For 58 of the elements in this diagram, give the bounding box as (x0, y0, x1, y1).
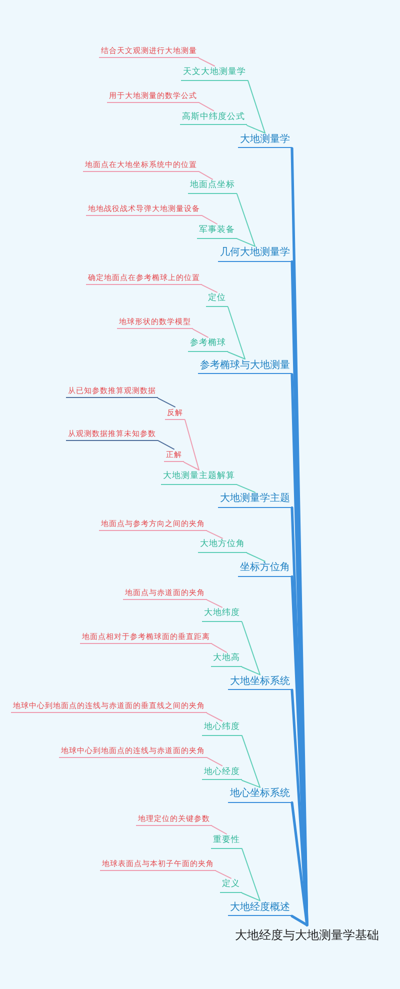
branch-line (216, 870, 232, 879)
branch-line (248, 80, 266, 134)
topic-label: 大地测量学 (238, 133, 292, 148)
subtopic-label: 定位 (206, 292, 228, 307)
subtopic-label: 参考椭球 (188, 337, 228, 352)
branch-line (290, 506, 308, 926)
branch-line (242, 735, 260, 788)
branch-line (236, 238, 256, 247)
subtopic-label: 地心经度 (202, 766, 242, 780)
branch-line (184, 462, 200, 470)
subtopic-label: 天文大地测量学 (181, 66, 248, 81)
branch-line (202, 284, 218, 293)
branch-line (206, 530, 223, 539)
branch-line (198, 102, 214, 112)
subtopic-label: 定义 (220, 878, 242, 893)
branch-line (206, 757, 222, 766)
topic-label: 大地经度概述 (228, 900, 292, 916)
branch-line (184, 419, 200, 470)
root-topic: 大地经度与大地测量学基础 (233, 925, 381, 945)
branch-line (236, 484, 256, 493)
topic-label: 参考椭球与大地测量 (198, 359, 292, 374)
branch-line (206, 712, 222, 722)
branch-line (192, 328, 208, 338)
branch-line (242, 622, 260, 676)
subtopic-label: 军事装备 (197, 224, 237, 239)
subtopic-label: 重要性 (211, 834, 242, 849)
branch-line (246, 552, 266, 562)
branch-line (242, 780, 260, 788)
branch-line (198, 58, 215, 66)
branch-line (198, 171, 213, 180)
subtopic-label: 高斯中纬度公式 (180, 110, 247, 126)
subtopic-label: 大地高 (211, 652, 242, 667)
topic-label: 坐标方位角 (238, 561, 292, 577)
branch-line (212, 643, 227, 653)
branch-line (290, 688, 308, 926)
subtopic-label: 地心纬度 (202, 721, 242, 736)
branch-line (242, 666, 260, 676)
branch-line (158, 440, 174, 450)
branch-line (246, 124, 266, 134)
topic-label: 大地测量学主题 (218, 492, 292, 508)
branch-line (228, 352, 246, 360)
branch-line (158, 398, 176, 408)
branch-line (242, 848, 260, 902)
branch-line (206, 599, 222, 608)
branch-line (242, 892, 260, 902)
subtopic-label: 地面点坐标 (188, 179, 237, 194)
branch-line (290, 914, 308, 926)
subtopic-label: 大地纬度 (202, 607, 242, 622)
subtopic-label: 大地测量主题解算 (161, 470, 237, 485)
branch-line (202, 215, 218, 224)
topic-label: 地心坐标系统 (228, 787, 292, 803)
topic-label: 大地坐标系统 (228, 674, 292, 690)
branch-line (228, 306, 246, 360)
topic-label: 几何大地测量学 (218, 246, 292, 262)
subtopic-label: 大地方位角 (198, 538, 247, 553)
branch-line (290, 801, 308, 926)
branch-line (212, 825, 227, 834)
branch-line (236, 194, 256, 247)
